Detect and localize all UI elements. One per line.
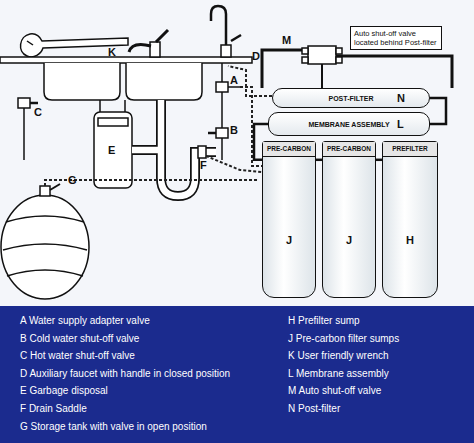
sump-label: PRE-CARBON <box>323 142 375 157</box>
storage-tank <box>1 195 89 299</box>
sump-label: PREFILTER <box>383 142 437 157</box>
pre-carbon-sump: PRE-CARBON J <box>322 141 376 298</box>
supply-valves <box>18 98 30 108</box>
shut-off-valve <box>321 64 323 88</box>
shut-off-valve <box>336 48 342 54</box>
supply-valves <box>216 128 228 138</box>
post-filter-housing: POST-FILTERN <box>272 88 430 108</box>
supply-valves <box>23 100 25 160</box>
countertop <box>0 57 252 63</box>
callout-letter: K <box>108 46 116 58</box>
callout-letter: H <box>383 234 437 246</box>
shut-off-valve <box>302 48 308 54</box>
garbage-disposal <box>98 118 128 126</box>
legend-entry: A Water supply adapter valve <box>20 315 150 326</box>
drain-pipe <box>132 100 216 196</box>
garbage-disposal <box>100 100 125 112</box>
tubing <box>45 66 272 186</box>
shut-off-valve <box>308 46 336 64</box>
kitchen-faucet <box>129 44 151 52</box>
callout-letter: F <box>200 159 207 171</box>
supply-valves <box>30 102 38 105</box>
auxiliary-faucet <box>211 6 241 57</box>
filter-label: MEMBRANE ASSEMBLY <box>269 113 429 135</box>
tubing <box>228 66 272 96</box>
drain-pipe <box>198 146 206 158</box>
legend-panel: A Water supply adapter valve B Cold water… <box>0 306 474 443</box>
legend-entry: M Auto shut-off valve <box>288 385 381 396</box>
legend-entry: K User friendly wrench <box>288 350 389 361</box>
sink-bowl <box>126 63 202 100</box>
legend-entry: N Post-filter <box>288 403 340 414</box>
legend-entry: D Auxiliary faucet with handle in closed… <box>20 368 230 379</box>
garbage-disposal <box>94 112 132 188</box>
auxiliary-faucet <box>211 6 226 47</box>
membrane-housing: MEMBRANE ASSEMBLYL <box>268 112 430 136</box>
storage-tank <box>50 184 60 190</box>
legend-entry: C Hot water shut-off valve <box>20 350 135 361</box>
shut-off-valve <box>336 57 342 63</box>
kitchen-faucet <box>129 30 168 57</box>
tubing <box>45 180 258 186</box>
kitchen-faucet <box>156 30 168 42</box>
sink-bowl <box>44 63 120 100</box>
legend-entry: J Pre-carbon filter sumps <box>288 333 399 344</box>
storage-tank <box>1 184 89 299</box>
sink-bowl <box>44 63 202 100</box>
legend-entry: G Storage tank with valve in open positi… <box>20 421 207 432</box>
water-tube <box>430 98 446 124</box>
callout-letter: M <box>282 34 291 46</box>
callout-letter: J <box>323 234 375 246</box>
callout-letter: D <box>252 50 260 62</box>
shut-off-valve <box>302 57 308 63</box>
pre-carbon-sump: PRE-CARBON J <box>262 141 316 298</box>
kitchen-faucet <box>150 42 160 57</box>
supply-valves <box>216 82 228 92</box>
auxiliary-faucet <box>231 35 241 41</box>
legend-entry: B Cold water shut-off valve <box>20 333 139 344</box>
legend-entry: L Membrane assembly <box>288 368 389 379</box>
legend-entry: F Drain Saddle <box>20 403 87 414</box>
legend-entry: H Prefilter sump <box>288 315 360 326</box>
callout-letter: L <box>397 118 404 130</box>
callout-letter: C <box>34 106 42 118</box>
supply-valves <box>228 86 240 88</box>
legend-entry: E Garbage disposal <box>20 385 108 396</box>
wrench <box>27 41 33 45</box>
drain-pipe <box>132 100 216 196</box>
callout-letter: N <box>397 92 405 104</box>
supply-valves <box>221 63 223 160</box>
shut-off-valve <box>262 46 452 88</box>
storage-tank <box>3 216 87 276</box>
garbage-disposal <box>94 100 132 188</box>
sump-label: PRE-CARBON <box>263 142 315 157</box>
callout-letter: A <box>230 74 238 86</box>
note-box: Auto shut-off valve located behind Post-… <box>350 26 442 50</box>
callout-letter: E <box>108 144 115 156</box>
auxiliary-faucet <box>221 45 231 57</box>
drain-pipe <box>132 100 216 196</box>
supply-valves <box>208 132 216 135</box>
countertop <box>0 57 252 63</box>
shut-off-valve <box>262 50 452 88</box>
callout-letter: G <box>68 174 77 186</box>
tubing <box>206 156 262 172</box>
callout-letter: J <box>263 234 315 246</box>
callout-letter: B <box>230 124 238 136</box>
filter-label: POST-FILTER <box>273 89 429 107</box>
prefilter-sump: PREFILTER H <box>382 141 438 298</box>
storage-tank <box>40 186 50 196</box>
tubing <box>240 87 262 166</box>
